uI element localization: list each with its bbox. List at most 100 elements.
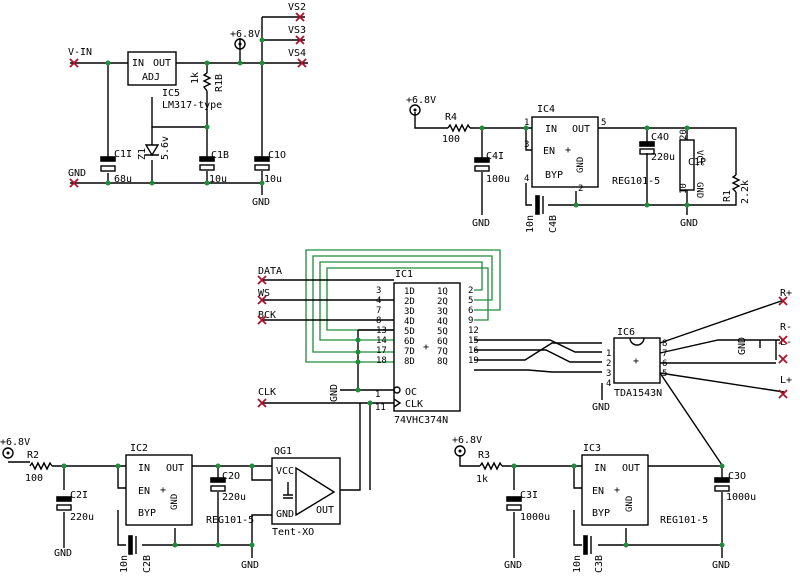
v-in-connector	[69, 58, 79, 68]
ic4-body	[531, 116, 599, 188]
r2-ref: R2	[27, 450, 39, 461]
ic6-pin1: 1	[606, 349, 611, 359]
c4i-gnd-label: GND	[472, 218, 490, 229]
c1i-cap-plate	[100, 156, 116, 162]
ic3-gnd-label: GND	[625, 496, 635, 512]
c1b-value: 10u	[209, 174, 227, 185]
r3-value: 1k	[476, 474, 488, 485]
r-minus-connector	[778, 335, 788, 345]
ic1-left-pin-number: 3	[376, 286, 381, 296]
ws-label: WS	[258, 288, 270, 299]
ic3-body	[581, 454, 649, 526]
r1b-ref: R1B	[214, 74, 225, 92]
ic5-ref: IC5	[162, 88, 180, 99]
ic3-out-label: OUT	[622, 463, 640, 474]
ic1-output-2Q: 2Q	[437, 297, 448, 307]
ic4-byp-label: BYP	[545, 170, 563, 181]
c1p-pin20: 20	[679, 129, 689, 140]
ic6-center-mark: +	[633, 356, 639, 367]
ic5-in-pin-label: IN	[132, 58, 144, 69]
ic1-clk-triangle	[393, 398, 402, 408]
c1b-ref: C1B	[211, 150, 229, 161]
ic1-output-8Q: 8Q	[437, 357, 448, 367]
ic4-gnd-label: GND	[576, 157, 586, 173]
ic4-ref: IC4	[537, 104, 555, 115]
ic1-input-4D: 4D	[404, 317, 415, 327]
c2i-plate	[56, 496, 72, 502]
qg1-vcc-label: VCC	[276, 466, 294, 477]
c1i-value: 68u	[114, 174, 132, 185]
supply-68v-label-2: +6.8V	[406, 95, 436, 106]
c4o-ref: C4O	[651, 132, 669, 143]
supply-68v-symbol-2	[409, 104, 421, 116]
ic1-pin11: 11	[375, 403, 386, 413]
c4b-ref: C4B	[548, 215, 559, 233]
c2b-plate	[128, 535, 133, 555]
ic2-gnd-label: GND	[170, 494, 180, 510]
ic1-left-pin-number: 8	[376, 316, 381, 326]
ic1-center-mark: +	[423, 342, 429, 353]
c4o-value: 220u	[651, 152, 675, 163]
ic1-output-3Q: 3Q	[437, 307, 448, 317]
c1b-cap-plate	[199, 156, 215, 162]
ic6-pin2: 2	[606, 359, 611, 369]
ic4-pin3: 3	[524, 140, 529, 150]
ic2-in-label: IN	[138, 463, 150, 474]
ic4-pin5: 5	[601, 118, 606, 128]
ic1-output-6Q: 6Q	[437, 337, 448, 347]
bck-label: BCK	[258, 310, 276, 321]
r-plus-label: R+	[780, 288, 792, 299]
ic1-right-pin-number: 19	[468, 356, 479, 366]
v-in-label: V-IN	[68, 47, 92, 58]
ic1-right-pin-number: 5	[468, 296, 473, 306]
c3o-value: 1000u	[726, 492, 756, 503]
r4-value: 100	[442, 134, 460, 145]
ic6-dac-section: IC6 TDA1543N + 1 2 3 4 8 7 6 5 GND GND R…	[592, 288, 792, 466]
r1b-resistor-symbol	[202, 72, 212, 92]
ic1-right-pin-number: 9	[468, 316, 473, 326]
qg1-gnd-label: GND	[276, 509, 294, 520]
ic1-left-pin-number: 18	[376, 356, 387, 366]
ic1-gnd-label: GND	[329, 384, 340, 402]
ic2-ref: IC2	[130, 443, 148, 454]
c1p-gnd-net-label: GND	[680, 218, 698, 229]
ic6-pin4: 4	[606, 379, 611, 389]
ic1-oc-bubble	[393, 386, 401, 394]
c1p-pin10: 10	[679, 183, 689, 194]
ic6-notch	[629, 337, 645, 346]
ic1-ref: IC1	[395, 269, 413, 280]
ic6-gnd-right-label: GND	[737, 337, 748, 355]
clk-connector	[257, 398, 267, 408]
c1o-cap-plate	[254, 156, 270, 162]
ic4-pin4: 4	[524, 174, 529, 184]
ic2-clock-section: IN OUT EN BYP GND + IC2 REG101-5 R2 100 …	[0, 403, 361, 573]
l-plus-connector	[778, 389, 788, 399]
c4i-ref: C4I	[486, 151, 504, 162]
c3i-plate	[506, 496, 522, 502]
ic3-value: REG101-5	[660, 515, 708, 526]
gnd-left-connector	[69, 178, 79, 188]
vs4-label: VS4	[288, 48, 306, 59]
ic5-value: LM317-type	[162, 100, 222, 111]
ic1-right-pin-number: 6	[468, 306, 473, 316]
ic6-value: TDA1543N	[614, 388, 662, 399]
c3i-ref: C3I	[520, 490, 538, 501]
lm317-supply-section: IN OUT ADJ IC5 LM317-type 1k R1B Z1 5.6v…	[68, 2, 308, 208]
clk-label: CLK	[258, 387, 276, 398]
c2o-value: 220u	[222, 492, 246, 503]
ic1-input-2D: 2D	[404, 297, 415, 307]
ic1-left-pin-number: 13	[376, 326, 387, 336]
r4-ref: R4	[445, 112, 457, 123]
qg1-buffer-symbol	[295, 466, 336, 517]
ic6-gnd-label: GND	[592, 402, 610, 413]
c4i-value: 100u	[486, 174, 510, 185]
qg1-ref: QG1	[274, 446, 292, 457]
c1p-vcc-label: VCC	[694, 150, 704, 166]
ic4-in-label: IN	[545, 124, 557, 135]
r3-ref: R3	[478, 450, 490, 461]
ic1-input-1D: 1D	[404, 287, 415, 297]
c1p-gnd-label: GND	[694, 182, 704, 198]
r-plus-connector	[778, 296, 788, 306]
ws-connector	[257, 295, 267, 305]
ic3-ref: IC3	[583, 443, 601, 454]
